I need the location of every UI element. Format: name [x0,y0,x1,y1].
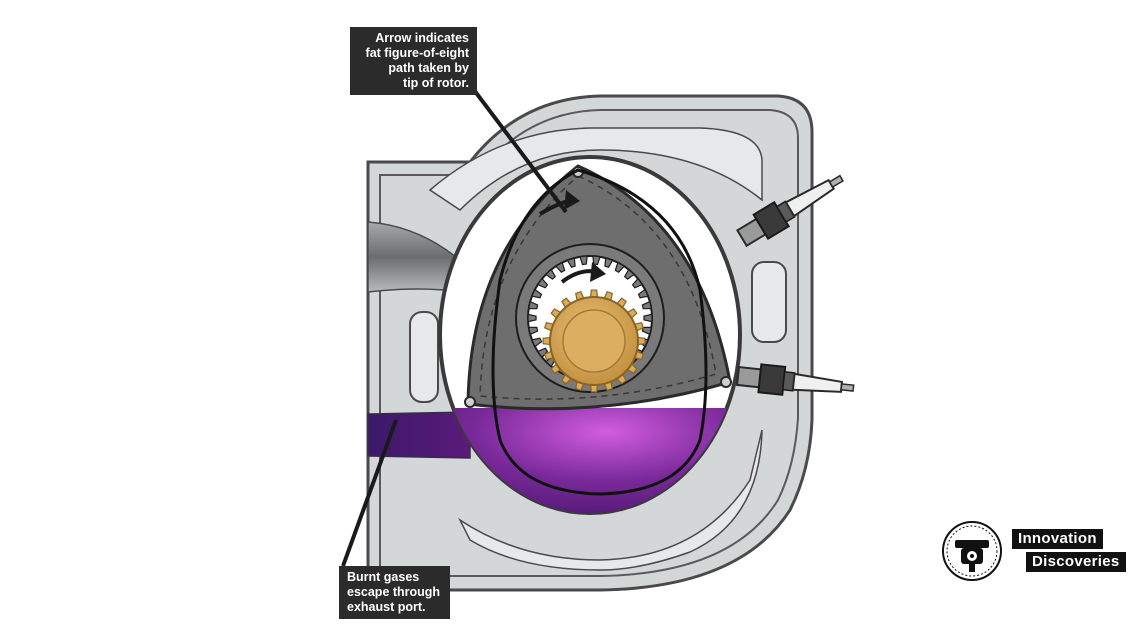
ring-gear-tooth [554,261,566,273]
rotor-apex-right [720,376,732,388]
ring-gear-tooth [566,257,576,268]
gear-icon [542,289,646,393]
ring-gear-tooth [623,268,636,280]
ring-gear-tooth [531,337,543,348]
ring-gear-tooth [641,326,653,336]
rotation-arrow-head [590,262,606,282]
ring-gear-tooth [643,313,653,323]
ring-gear-tooth [544,268,557,280]
brand-name-line-2: Discoveries [1026,552,1126,572]
spark-plug-icon [735,363,855,396]
callout-line: Burnt gases [347,570,420,584]
rotor-apex-left [464,396,476,408]
ring-gear-tooth [531,288,543,299]
ring-gear-tooth [527,326,539,336]
ring-gear-tooth [614,261,626,273]
callout-exhaust: Burnt gases escape through exhaust port. [339,566,450,619]
callout-leader-top [472,88,568,214]
ring-gear-tooth [641,300,653,310]
callout-line: exhaust port. [347,600,426,614]
callout-line: escape through [347,585,441,599]
rotor-tip-path [491,168,708,496]
spark-plug-icon [735,174,845,248]
ring-gear-tooth [579,255,588,266]
callout-line: tip of rotor. [403,76,469,90]
coolant-slot-top [428,127,763,211]
callout-line: Arrow indicates [375,31,469,45]
coolant-slot-bottom [458,429,763,571]
ring-gear-tooth [592,255,601,266]
rotor-tip-arrow-head [564,190,580,210]
coolant-slot-left [409,311,439,403]
callout-leader-bottom [341,419,398,567]
ring-gear-tooth [527,300,539,310]
ring-gear-tooth [527,313,537,323]
ring-gear-tooth [604,257,614,268]
brand-name-line-1: Innovation [1012,529,1103,549]
callout-line: fat figure-of-eight [365,46,469,60]
callout-rotor-path: Arrow indicates fat figure-of-eight path… [350,27,477,95]
ring-gear-tooth [631,277,644,289]
brand-logo-icon [942,521,1002,581]
coolant-slot-right [751,261,787,343]
ring-gear-tooth [536,277,549,289]
callout-line: path taken by [388,61,469,75]
ring-gear-tooth [637,288,649,299]
